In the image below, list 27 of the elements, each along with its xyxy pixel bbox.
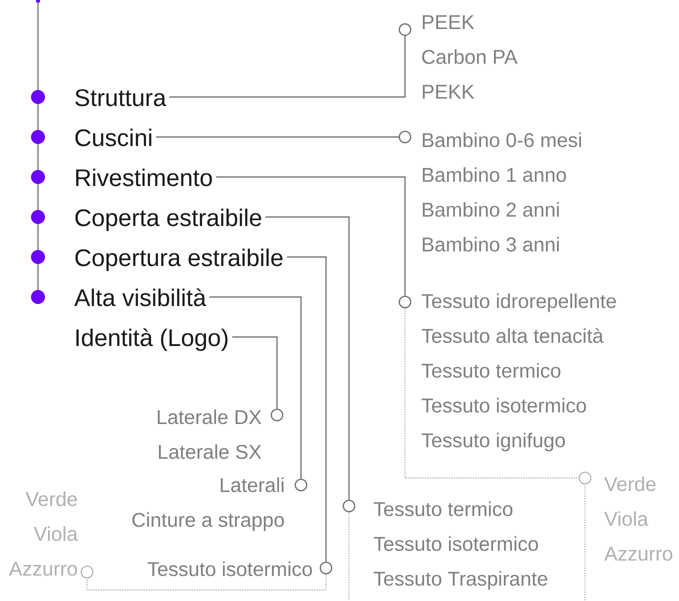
dotted-connector bbox=[404, 308, 592, 484]
item-label: Coperta estraibile bbox=[75, 208, 262, 231]
item-label: Cuscini bbox=[75, 128, 152, 146]
option-list: Bambino 0-6 mesi Bambino 1 anno Bambino 2 anni Bambino 3 anni bbox=[422, 132, 581, 252]
connector-line bbox=[286, 256, 332, 574]
option-list: Tessuto termico Tessuto isotermico Tessuto Traspirante bbox=[374, 502, 548, 590]
option-list: PEEK Carbon PA PEKK bbox=[422, 15, 518, 99]
item-label: Identità (Logo) bbox=[76, 328, 228, 351]
connector-line bbox=[209, 296, 308, 492]
dotted-connector bbox=[584, 486, 586, 601]
option-list: Verde Viola Azzurro bbox=[604, 476, 672, 561]
option-list: Tessuto isotermico bbox=[148, 562, 312, 576]
connector-line bbox=[216, 176, 412, 308]
option-list: Verde Viola Azzurro bbox=[8, 492, 78, 576]
item-label: Rivestimento bbox=[76, 168, 212, 186]
connector-line bbox=[232, 336, 284, 422]
item-label: Alta visibilità bbox=[74, 288, 206, 306]
dotted-connector bbox=[348, 512, 350, 601]
option-list: Laterale DX Laterale SX bbox=[158, 410, 262, 459]
connector-line bbox=[169, 23, 412, 98]
connector-line bbox=[266, 216, 356, 512]
connector-line bbox=[156, 130, 412, 144]
item-label: Struttura bbox=[75, 89, 166, 106]
option-list: Laterali Cinture a strappo bbox=[132, 478, 284, 531]
dotted-connector bbox=[80, 566, 326, 590]
option-list: Tessuto idrorepellente Tessuto alta tenacità Tessuto termico Tessuto isotermico Tessuto ignifugo bbox=[422, 294, 616, 452]
item-label: Copertura estraibile bbox=[75, 248, 283, 271]
